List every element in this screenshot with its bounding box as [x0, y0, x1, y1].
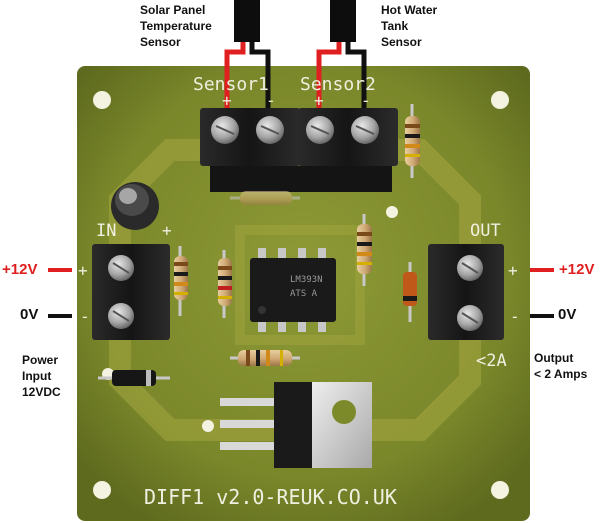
- sensor2-silk-label: Sensor2: [300, 74, 376, 95]
- mounting-hole: [386, 206, 398, 218]
- power-input-line3: 12VDC: [22, 385, 61, 399]
- resistor-icon: [357, 214, 372, 286]
- resistor-icon: [230, 191, 300, 205]
- output-line1: Output: [534, 351, 574, 365]
- sensor1-cable: [234, 0, 260, 42]
- in-plus-silk: +: [78, 261, 88, 280]
- regulator-heat-tab: [312, 382, 372, 468]
- sensor1-plus-silk: +: [222, 91, 232, 110]
- in-minus-silk: -: [80, 307, 90, 326]
- solar-sensor-annotation: Solar Panel Temperature Sensor: [140, 2, 212, 50]
- resistor-icon: [230, 350, 300, 366]
- sensor1-negative-wire: [249, 42, 271, 108]
- input-terminal-block: [92, 244, 170, 340]
- sensor2-plus-silk: +: [314, 91, 324, 110]
- current-rating-silk: <2A: [476, 351, 507, 371]
- mounting-hole: [491, 481, 509, 499]
- copper-trace-inner: [235, 225, 365, 345]
- output-line2: < 2 Amps: [534, 367, 588, 381]
- diode-icon: [403, 262, 417, 322]
- tank-sensor-line1: Hot Water: [381, 3, 438, 17]
- resistor-icon: [174, 246, 188, 316]
- sensor1-positive-wire: [224, 42, 246, 108]
- left-0v-label: 0V: [20, 306, 39, 323]
- ic-chip: [250, 258, 336, 322]
- sensor1-silk-label: Sensor1: [193, 74, 269, 95]
- mounting-hole: [491, 91, 509, 109]
- left-plus12v-label: +12V: [2, 261, 38, 278]
- power-input-line1: Power: [22, 353, 59, 367]
- terminal-block-base: [210, 166, 392, 192]
- solar-sensor-line2: Temperature: [140, 19, 212, 33]
- right-plus12v-label: +12V: [559, 261, 595, 278]
- sensor2-positive-wire: [316, 42, 342, 108]
- out-minus-silk: -: [510, 307, 520, 326]
- svg-text:LM393N: LM393N: [290, 275, 323, 285]
- sensor2-minus-silk: -: [361, 91, 371, 110]
- solar-sensor-line1: Solar Panel: [140, 3, 206, 17]
- solar-sensor-line3: Sensor: [140, 35, 181, 49]
- board-id-silk: DIFF1 v2.0-REUK.CO.UK: [144, 485, 397, 509]
- cap-plus-silk: +: [162, 221, 172, 240]
- resistor-icon: [218, 250, 232, 318]
- voltage-regulator: [274, 382, 312, 468]
- mounting-hole: [202, 420, 214, 432]
- power-input-annotation: Power Input 12VDC: [22, 352, 61, 400]
- svg-text:ATS A: ATS A: [290, 289, 318, 299]
- mounting-hole: [93, 481, 111, 499]
- power-input-line2: Input: [22, 369, 52, 383]
- right-0v-label: 0V: [558, 306, 577, 323]
- tank-sensor-line2: Tank: [381, 19, 409, 33]
- resistor-icon: [405, 104, 420, 178]
- sensor2-negative-wire: [345, 42, 367, 108]
- sensor2-cable: [330, 0, 356, 42]
- out-silk-label: OUT: [470, 221, 501, 241]
- out-plus-silk: +: [508, 261, 518, 280]
- mounting-hole: [93, 91, 111, 109]
- tank-sensor-annotation: Hot Water Tank Sensor: [381, 2, 437, 50]
- in-silk-label: IN: [96, 221, 116, 241]
- tank-sensor-line3: Sensor: [381, 35, 422, 49]
- output-annotation: Output < 2 Amps: [534, 350, 587, 382]
- sensor1-minus-silk: -: [266, 91, 276, 110]
- diode-icon: [98, 370, 170, 386]
- output-terminal-block: [428, 244, 504, 340]
